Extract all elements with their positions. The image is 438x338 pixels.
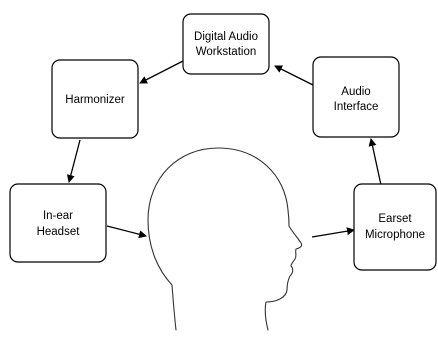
node-daw-label-line1: Digital Audio <box>194 31 258 43</box>
node-audio-interface-label-line2: Interface <box>334 101 379 113</box>
edge-daw-to-harmonizer <box>139 60 184 84</box>
edge-head-to-earset <box>311 227 355 238</box>
node-harmonizer: Harmonizer <box>51 59 139 139</box>
node-inear-label-line1: In-ear <box>43 210 73 222</box>
node-earset-microphone: Earset Microphone <box>353 183 437 271</box>
node-audio-interface-label-line1: Audio <box>341 86 370 98</box>
edge-earset-to-audio-interface <box>368 138 382 186</box>
node-daw-label-line2: Workstation <box>196 46 257 58</box>
human-head-profile-icon <box>147 147 303 331</box>
node-inear-label-line2: Headset <box>37 226 81 238</box>
edge-audio-interface-to-daw <box>274 65 316 87</box>
node-audio-interface: Audio Interface <box>312 56 400 138</box>
edge-harmonizer-to-inear <box>66 139 81 183</box>
node-earset-label-line2: Microphone <box>365 229 425 241</box>
node-inear-headset: In-ear Headset <box>9 183 107 263</box>
node-harmonizer-label: Harmonizer <box>65 94 125 106</box>
edge-inear-to-head <box>106 225 147 239</box>
node-daw: Digital Audio Workstation <box>182 13 270 75</box>
node-earset-label-line1: Earset <box>378 213 412 225</box>
